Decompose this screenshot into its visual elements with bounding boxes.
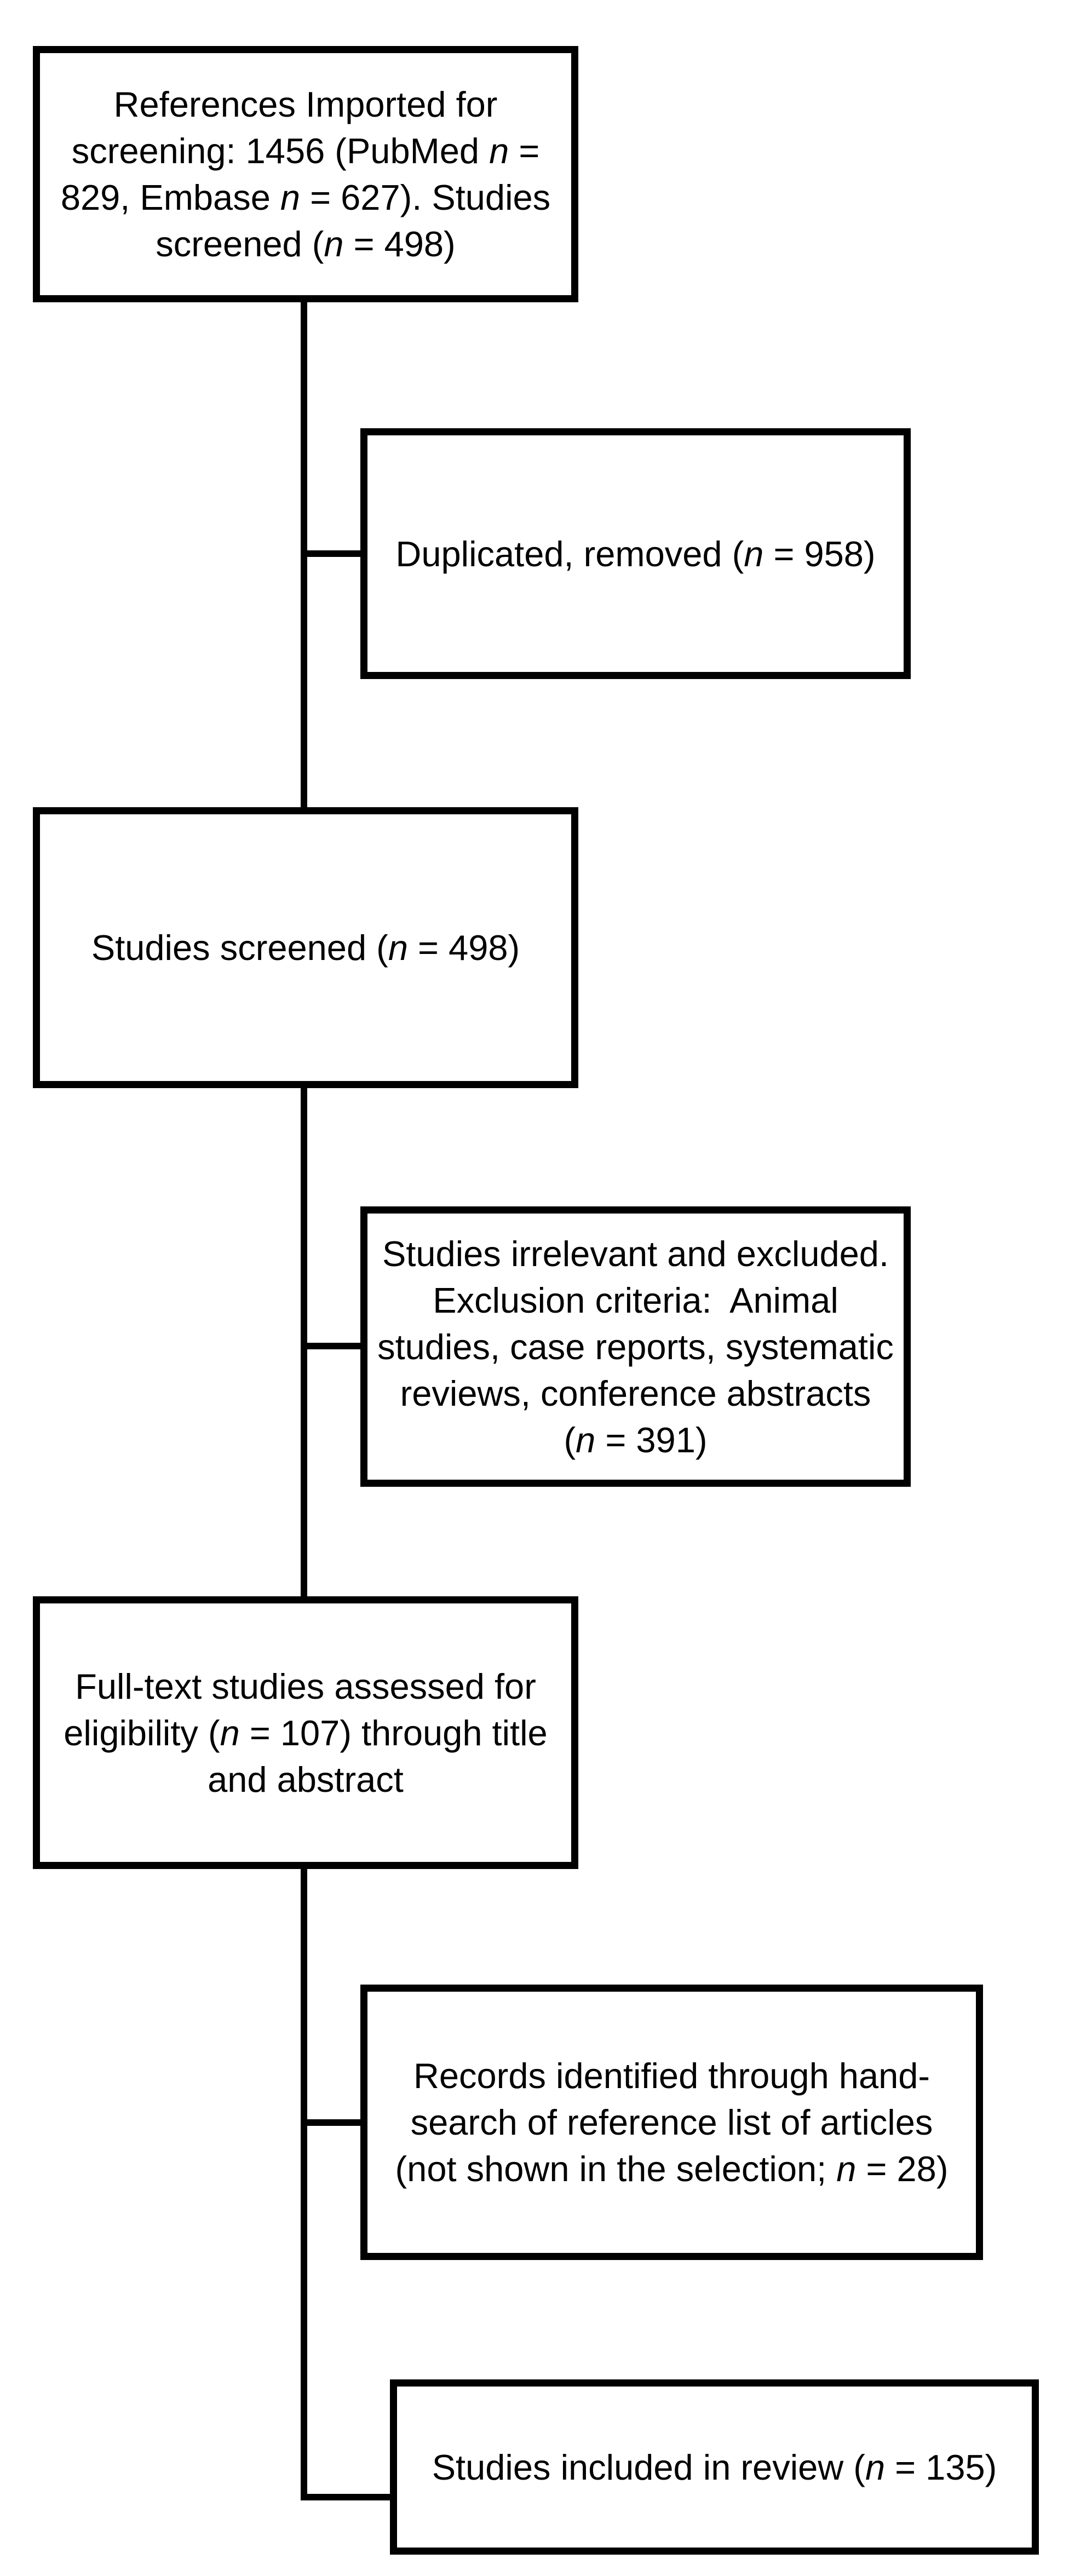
box-duplicates-removed-text: Duplicated, removed (n = 958) [395, 533, 876, 574]
box-references-imported-text: References Imported for screening: 1456 … [60, 84, 551, 264]
connector-branch-duplicates [301, 550, 360, 557]
connector-screened-to-fulltext [301, 1088, 307, 1596]
box-studies-included: Studies included in review (n = 135) [390, 2379, 1039, 2555]
box-studies-screened: Studies screened (n = 498) [33, 807, 578, 1088]
box-duplicates-removed: Duplicated, removed (n = 958) [360, 428, 911, 679]
box-studies-screened-text: Studies screened (n = 498) [91, 928, 520, 968]
box-handsearch-records: Records identified through hand- search … [360, 1985, 983, 2260]
connector-fulltext-to-included [301, 1869, 307, 2500]
connector-branch-excluded [301, 1343, 360, 1349]
box-studies-excluded: Studies irrelevant and excluded. Exclusi… [360, 1206, 911, 1487]
box-fulltext-assessed-text: Full-text studies assessed for eligibili… [64, 1666, 548, 1799]
connector-branch-handsearch [301, 2119, 360, 2126]
box-fulltext-assessed: Full-text studies assessed for eligibili… [33, 1596, 578, 1869]
box-studies-included-text: Studies included in review (n = 135) [432, 2447, 997, 2487]
box-studies-excluded-text: Studies irrelevant and excluded. Exclusi… [377, 1233, 894, 1460]
box-handsearch-records-text: Records identified through hand- search … [395, 2056, 949, 2189]
box-references-imported: References Imported for screening: 1456 … [33, 46, 578, 302]
connector-branch-included [301, 2494, 390, 2500]
